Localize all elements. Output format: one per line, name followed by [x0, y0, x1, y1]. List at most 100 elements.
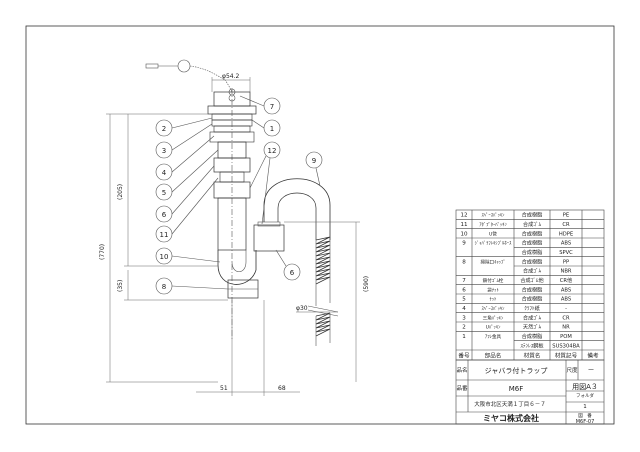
svg-text:9: 9: [312, 157, 316, 165]
dim-h205: (205): [117, 184, 124, 200]
svg-text:6: 6: [162, 211, 167, 219]
table-cell-code: HDPE: [559, 231, 573, 237]
table-cell-material: 合成樹脂: [522, 229, 543, 237]
table-cell-material: 合成樹脂: [522, 211, 543, 219]
table-cell-name: U管: [489, 230, 497, 237]
dim-phi30: φ30: [296, 305, 308, 312]
table-cell-no: 3: [462, 315, 466, 321]
table-cell-code: PP: [563, 259, 569, 265]
table-cell-material: 合成樹脂: [522, 295, 543, 303]
callout-9: [305, 151, 323, 169]
hdr-no: 番号: [458, 353, 470, 360]
dim-phi54: φ54.2: [222, 73, 240, 80]
callout-6a: [155, 205, 173, 223]
table-cell-name: 鎖付ｺﾞﾑ栓: [483, 277, 504, 284]
table-cell-no: 7: [462, 278, 466, 284]
table-cell-no: 5: [462, 297, 466, 303]
table-cell-material: 合成ｺﾞﾑ他: [520, 276, 543, 284]
callouts: 2 3 4 5 6 11 10 8 7 1 12: [155, 95, 323, 295]
table-cell-no: 4: [462, 306, 466, 312]
svg-text:7: 7: [270, 103, 274, 111]
table-cell-name: Uﾊﾟｯｷﾝ: [486, 324, 502, 331]
table-cell-code: CR: [562, 315, 570, 321]
drawing-label: 図 番: [578, 412, 592, 419]
table-cell-name: ｽﾍﾟｰｽﾊﾟｯｷﾝ: [482, 305, 506, 312]
dim-h590: (590): [363, 276, 370, 292]
callout-11: [155, 225, 173, 243]
table-cell-code: SUS304BA: [552, 343, 580, 349]
table-cell-material: 天然ｺﾞﾑ: [523, 323, 542, 331]
dim-w51: 51: [220, 385, 228, 392]
number-label: 品番: [456, 385, 468, 392]
svg-text:3: 3: [162, 147, 166, 155]
table-cell-name: ｽﾍﾟｰｽﾊﾟｯｷﾝ: [482, 212, 506, 219]
callout-5: [155, 183, 173, 201]
table-cell-code: POM: [560, 334, 572, 340]
corrugated-hose: [307, 236, 339, 346]
table-cell-no: 11: [460, 222, 468, 228]
callout-3: [155, 141, 173, 159]
hdr-code: 材質記号: [555, 352, 578, 360]
table-cell-name: 三角ﾊﾟｯｷﾝ: [483, 314, 504, 321]
table-cell-code: NBR: [560, 269, 571, 275]
name-label: 品名: [456, 366, 467, 374]
callout-7: [263, 97, 281, 115]
table-cell-code: PE: [563, 213, 569, 219]
table-cell-material: ｸﾗﾌﾄ紙: [524, 304, 540, 312]
callout-6b: [283, 263, 301, 281]
table-cell-material: ｽﾃﾝﾚｽ鋼板: [520, 341, 544, 349]
table-cell-name: ｼﾞｬﾊﾞﾗﾌﾚｷｼﾌﾞﾙﾎｰｽ: [475, 240, 512, 247]
callout-2: [155, 119, 173, 137]
scale-value: －: [588, 366, 595, 374]
hdr-note: 備考: [587, 352, 599, 360]
title-block: 品名 ジャバラ付トラップ 尺度 － 品番 M6F 用図A３ 大阪市北区天満１丁目…: [455, 359, 605, 425]
svg-text:1: 1: [270, 125, 274, 133]
table-cell-no: 12: [460, 213, 467, 219]
table-cell-code: -: [565, 306, 567, 312]
table-cell-code: NR: [562, 325, 570, 331]
trap-drawing: φ54.2: [99, 59, 370, 396]
svg-text:6: 6: [290, 269, 295, 277]
drawing-frame: [25, 25, 615, 425]
table-cell-no: 2: [462, 325, 466, 331]
svg-text:2: 2: [162, 125, 166, 133]
table-cell-code: ABS: [561, 287, 571, 293]
dim-h770: (770): [99, 244, 106, 260]
callout-8: [155, 277, 173, 295]
plug-chain: [145, 59, 236, 102]
table-cell-name: ﾅｯﾄ: [490, 297, 497, 303]
folder-label: フォルダ: [576, 392, 594, 399]
table-cell-material: 合成ｺﾞﾑ: [523, 220, 542, 228]
hdr-material: 材質名: [524, 352, 541, 360]
dim-w68: 68: [278, 385, 286, 392]
table-cell-material: 合成ｺﾞﾑ: [523, 267, 542, 275]
table-cell-name: 袋ﾅｯﾄ: [487, 286, 499, 293]
table-cell-code: SPVC: [559, 250, 573, 256]
table-cell-name: ｱﾌﾚ金具: [485, 333, 501, 340]
address: 大阪市北区天満１丁目６－７: [474, 400, 546, 408]
callout-12: [263, 141, 281, 159]
table-cell-code: ABS: [561, 297, 571, 303]
paper-size: 用図A３: [572, 383, 598, 391]
table-cell-no: 8: [462, 259, 466, 265]
svg-text:4: 4: [162, 169, 167, 177]
callout-1: [263, 119, 281, 137]
svg-text:10: 10: [160, 253, 169, 261]
table-cell-material: 合成ｺﾞﾑ: [523, 313, 542, 321]
scale-label: 尺度: [566, 366, 578, 374]
drawing-number: M6F-07: [576, 419, 595, 425]
svg-text:12: 12: [268, 147, 277, 155]
svg-text:11: 11: [160, 231, 169, 239]
table-cell-code: ABS: [561, 241, 571, 247]
svg-text:8: 8: [162, 283, 166, 291]
company-name: ミヤコ株式会社: [483, 413, 539, 423]
table-cell-material: 合成樹脂: [522, 239, 543, 247]
folder-value: 1: [583, 404, 587, 410]
table-cell-no: 1: [462, 334, 466, 340]
table-cell-material: 合成樹脂: [522, 332, 543, 340]
callout-4: [155, 163, 173, 181]
table-cell-material: 合成樹脂: [522, 285, 543, 293]
